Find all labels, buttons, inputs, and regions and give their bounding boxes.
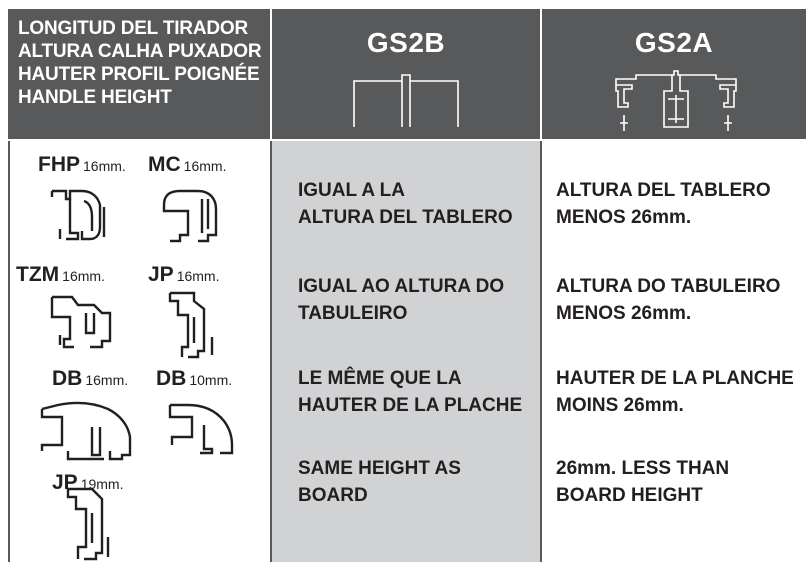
- gs2a-profile-icon: [615, 70, 737, 131]
- profile-code: TZM: [16, 263, 60, 286]
- profile-code: FHP: [38, 153, 80, 176]
- text-line: IGUAL A LA: [298, 180, 405, 201]
- text-line: MENOS 26mm.: [556, 303, 692, 324]
- profile-size: 10mm.: [189, 372, 233, 388]
- header-label-cell: LONGITUD DEL TIRADOR ALTURA CALHA PUXADO…: [8, 9, 270, 139]
- text-line: BOARD: [298, 485, 368, 506]
- profile-size: 16mm.: [176, 268, 220, 284]
- text-line: HAUTER DE LA PLACHE: [298, 395, 523, 416]
- text-line: SAME HEIGHT AS: [298, 458, 461, 479]
- profile-size: 16mm.: [83, 158, 126, 174]
- header-gs2a-cell: GS2A: [542, 9, 806, 139]
- header-label-line: HAUTER PROFIL POIGNÉE: [18, 64, 260, 85]
- gs2b-column: IGUAL A LA ALTURA DEL TABLERO IGUAL AO A…: [272, 141, 540, 562]
- text-line: TABULEIRO: [298, 303, 408, 324]
- mc-profile-icon: [162, 189, 218, 243]
- text-line: LE MÊME QUE LA: [298, 368, 462, 389]
- text-line: ALTURA DEL TABLERO: [556, 180, 771, 201]
- text-line: ALTURA DO TABULEIRO: [556, 276, 781, 297]
- profile-size: 16mm.: [85, 372, 129, 388]
- db16-profile-icon: [40, 401, 132, 461]
- jp16-profile-icon: [168, 291, 214, 359]
- gs2a-text-portuguese: ALTURA DO TABULEIRO MENOS 26mm.: [556, 273, 780, 327]
- header-label: LONGITUD DEL TIRADOR ALTURA CALHA PUXADO…: [18, 17, 262, 109]
- column-divider: [540, 141, 542, 562]
- gs2b-text-spanish: IGUAL A LA ALTURA DEL TABLERO: [298, 177, 513, 231]
- model-title-gs2b: GS2B: [366, 27, 446, 58]
- gs2b-text-french: LE MÊME QUE LA HAUTER DE LA PLACHE: [298, 365, 522, 419]
- gs2b-profile-icon: [353, 74, 459, 127]
- profile-size: 16mm.: [183, 158, 227, 174]
- header-label-line: ALTURA CALHA PUXADOR: [18, 41, 262, 62]
- text-line: MENOS 26mm.: [556, 207, 692, 228]
- profile-code: DB: [156, 367, 187, 390]
- header-gs2b-cell: GS2B: [272, 9, 540, 139]
- text-line: IGUAL AO ALTURA DO: [298, 276, 505, 297]
- text-line: ALTURA DEL TABLERO: [298, 207, 513, 228]
- profile-code: DB: [52, 367, 83, 390]
- header-label-line: LONGITUD DEL TIRADOR: [18, 18, 248, 39]
- db10-profile-icon: [168, 403, 234, 455]
- profile-size: 16mm.: [62, 268, 105, 284]
- text-line: MOINS 26mm.: [556, 395, 684, 416]
- text-line: 26mm. LESS THAN: [556, 458, 730, 479]
- text-line: BOARD HEIGHT: [556, 485, 703, 506]
- gs2a-text-english: 26mm. LESS THAN BOARD HEIGHT: [556, 455, 729, 509]
- gs2a-text-french: HAUTER DE LA PLANCHE MOINS 26mm.: [556, 365, 794, 419]
- gs2a-text-spanish: ALTURA DEL TABLERO MENOS 26mm.: [556, 177, 771, 231]
- gs2a-column: ALTURA DEL TABLERO MENOS 26mm. ALTURA DO…: [542, 141, 806, 562]
- text-line: HAUTER DE LA PLANCHE: [556, 368, 794, 389]
- gs2b-text-portuguese: IGUAL AO ALTURA DO TABULEIRO: [298, 273, 504, 327]
- profile-code: JP: [148, 263, 174, 286]
- fhp-profile-icon: [50, 189, 106, 241]
- jp19-profile-icon: [66, 487, 110, 561]
- model-title-gs2a: GS2A: [634, 27, 714, 58]
- tzm-profile-icon: [50, 295, 112, 349]
- column-divider: [270, 141, 272, 562]
- profile-code: MC: [148, 153, 181, 176]
- gs2b-text-english: SAME HEIGHT AS BOARD: [298, 455, 461, 509]
- header-label-line: HANDLE HEIGHT: [18, 87, 172, 108]
- table-left-border: [8, 141, 10, 562]
